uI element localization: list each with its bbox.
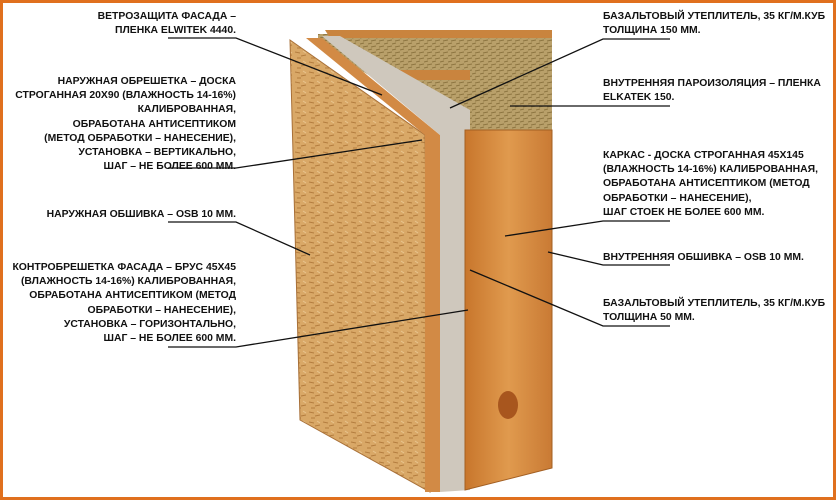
- label-line: (ВЛАЖНОСТЬ 14-16%) КАЛИБРОВАННАЯ,: [20, 276, 236, 288]
- label-insulation-150: БАЗАЛЬТОВЫЙ УТЕПЛИТЕЛЬ, 35 КГ/М.КУБ ТОЛЩ…: [603, 10, 825, 38]
- leader-line-frame: [504, 220, 670, 237]
- label-line: ВНУТРЕННЯЯ ПАРОИЗОЛЯЦИЯ – ПЛЕНКА: [603, 78, 821, 89]
- label-line: ELKATEK 150.: [603, 92, 675, 104]
- leader-line-outer-sheathing: [168, 221, 311, 256]
- label-counter-batten: КОНТРОБРЕШЕТКА ФАСАДА – БРУС 45Х45 (ВЛАЖ…: [12, 261, 236, 346]
- vertical-batten: [306, 38, 440, 492]
- leader-line-outer-batten: [168, 139, 423, 169]
- label-line: КОНТРОБРЕШЕТКА ФАСАДА – БРУС 45Х45: [12, 262, 236, 273]
- label-line: ПЛЕНКА ELWITEK 4440.: [115, 25, 236, 37]
- leader-line-insulation-50: [469, 269, 670, 327]
- label-wind-barrier: ВЕТРОЗАЩИТА ФАСАДА – ПЛЕНКА ELWITEK 4440…: [98, 10, 236, 38]
- label-line: НАРУЖНАЯ ОБРЕШЕТКА – ДОСКА: [57, 76, 236, 87]
- label-line: БАЗАЛЬТОВЫЙ УТЕПЛИТЕЛЬ, 35 КГ/М.КУБ: [603, 298, 826, 309]
- wood-knot: [498, 391, 518, 419]
- label-insulation-50: БАЗАЛЬТОВЫЙ УТЕПЛИТЕЛЬ, 35 КГ/М.КУБ ТОЛЩ…: [603, 297, 825, 325]
- label-line: ВНУТРЕННЯЯ ОБШИВКА – OSB 10 ММ.: [603, 252, 804, 263]
- frame-stud: [464, 129, 553, 491]
- leader-line-insulation-150: [449, 38, 670, 109]
- frame-top-board: [325, 30, 552, 38]
- label-line: ТОЛЩИНА 150 ММ.: [603, 25, 701, 37]
- label-line: ШАГ СТОЕК НЕ БОЛЕЕ 600 ММ.: [603, 206, 765, 218]
- label-line: ТОЛЩИНА 50 ММ.: [603, 312, 695, 324]
- leader-line-inner-sheathing: [547, 251, 670, 266]
- label-line: ВЕТРОЗАЩИТА ФАСАДА –: [97, 11, 236, 22]
- wind-membrane: [322, 36, 470, 492]
- label-line: КАЛИБРОВАННАЯ,: [137, 104, 236, 116]
- label-line: ОБРАБОТАНА АНТИСЕПТИКОМ (МЕТОД: [29, 290, 236, 302]
- label-outer-batten: НАРУЖНАЯ ОБРЕШЕТКА – ДОСКА СТРОГАННАЯ 20…: [15, 75, 236, 174]
- leader-lines: [168, 37, 670, 348]
- label-outer-sheathing: НАРУЖНАЯ ОБШИВКА – OSB 10 ММ.: [47, 208, 236, 222]
- label-line: ШАГ – НЕ БОЛЕЕ 600 ММ.: [103, 161, 236, 173]
- leader-line-wind-barrier: [168, 37, 383, 96]
- label-frame: КАРКАС - ДОСКА СТРОГАННАЯ 45Х145 (ВЛАЖНО…: [603, 149, 818, 220]
- leader-line-counter-batten: [168, 309, 469, 348]
- label-line: СТРОГАННАЯ 20Х90 (ВЛАЖНОСТЬ 14-16%): [15, 90, 236, 102]
- label-line: УСТАНОВКА – ВЕРТИКАЛЬНО,: [78, 147, 236, 159]
- label-line: ОБРАБОТКИ – НАНЕСЕНИЕ),: [87, 304, 236, 316]
- label-line: УСТАНОВКА – ГОРИЗОНТАЛЬНО,: [63, 318, 236, 330]
- label-vapor-barrier: ВНУТРЕННЯЯ ПАРОИЗОЛЯЦИЯ – ПЛЕНКА ELKATEK…: [603, 77, 821, 105]
- label-line: КАРКАС - ДОСКА СТРОГАННАЯ 45Х145: [603, 150, 804, 161]
- label-line: БАЗАЛЬТОВЫЙ УТЕПЛИТЕЛЬ, 35 КГ/М.КУБ: [603, 11, 826, 22]
- label-line: НАРУЖНАЯ ОБШИВКА – OSB 10 ММ.: [46, 209, 236, 220]
- label-inner-sheathing: ВНУТРЕННЯЯ ОБШИВКА – OSB 10 ММ.: [603, 251, 804, 265]
- label-line: ШАГ – НЕ БОЛЕЕ 600 ММ.: [103, 333, 236, 345]
- label-line: ОБРАБОТКИ – НАНЕСЕНИЕ),: [603, 192, 752, 204]
- label-line: (МЕТОД ОБРАБОТКИ – НАНЕСЕНИЕ),: [44, 132, 236, 144]
- label-line: ОБРАБОТАНА АНТИСЕПТИКОМ (МЕТОД: [603, 178, 810, 190]
- label-line: (ВЛАЖНОСТЬ 14-16%) КАЛИБРОВАННАЯ,: [603, 164, 819, 176]
- label-line: ОБРАБОТАНА АНТИСЕПТИКОМ: [72, 118, 236, 130]
